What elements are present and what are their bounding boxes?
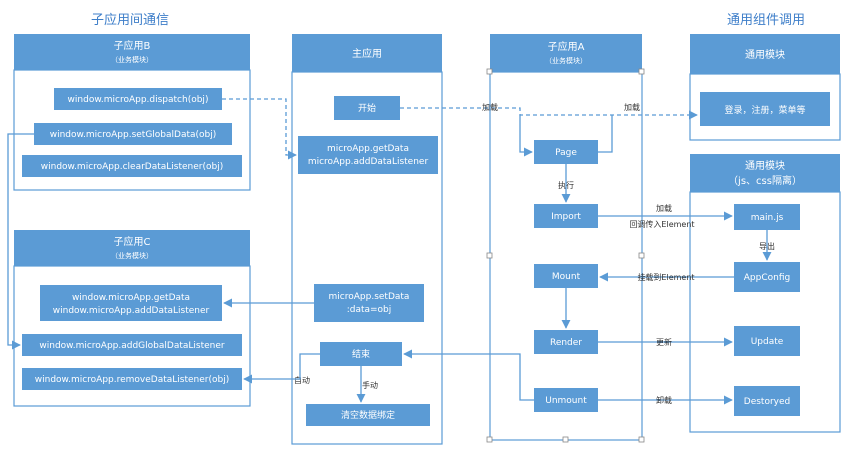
selection-handle [562,436,569,443]
sub-b-clearlistener-box [22,155,242,177]
sub-b-clearlistener-label: window.microApp.clearDataListener(obj) [41,162,224,172]
sub-a-render-label: Render [550,338,582,348]
selection-handle [486,68,493,75]
sub-a-render-box [534,330,598,354]
sub-b-subtitle: （业务模块） [111,55,153,64]
main-getdata-box [298,136,438,174]
arrow-unmount-to-end [403,349,534,401]
arrow-start-to-page [519,115,533,157]
sub-c-getdata-label-2: window.microApp.addDataListener [53,306,210,316]
sub-c-subtitle: （业务模块） [111,251,153,260]
common1-title: 通用模块 [745,49,785,61]
common1-login-label: 登录，注册，菜单等 [724,104,805,116]
arrow-start-to-common1 [400,107,698,120]
sub-b-title: 子应用B [114,39,151,52]
sub-a-import-box [534,204,598,228]
sub-b-dispatch-label: window.microApp.dispatch(obj) [68,95,209,105]
selection-handle [638,68,645,75]
common2-subtitle: （js、css隔离） [728,174,802,187]
edge-label-mount-element: 挂载到Element [637,272,694,282]
selection-handle [486,252,493,259]
common1-login-box [700,92,830,126]
sub-a-import-label: Import [551,212,581,222]
sub-b-dispatch-box [54,88,222,110]
arrow-dispatch-to-main [222,98,297,160]
main-start-label: 开始 [358,102,376,114]
common2-destroyed-label: Destoryed [744,397,790,407]
common2-destroyed-box [734,386,800,416]
common1-header [690,34,840,74]
arrow-setglobal-to-addglobal [7,133,34,350]
sub-a-title: 子应用A [548,40,585,53]
sub-b-setglobal-label: window.microApp.setGlobalData(obj) [50,130,217,140]
sub-a-mount-label: Mount [552,272,581,282]
selection-handle [638,252,645,259]
sub-a-unmount-box [534,388,598,412]
edge-label-unload: 卸载 [656,395,672,405]
main-clear-box [306,404,430,426]
common2-appconfig-label: AppConfig [744,273,790,283]
common2-update-box [734,326,800,356]
arrow-page-to-common1 [598,115,613,153]
selection-handle [638,436,645,443]
section-title-left: 子应用间通信 [91,12,169,28]
common2-mainjs-box [734,204,800,230]
sub-a-panel [489,71,643,441]
edge-label-callback: 回调传入Element [629,219,694,229]
common2-mainjs-label: main.js [751,213,784,223]
main-app-title: 主应用 [352,47,382,60]
sub-c-removelistener-box [22,368,242,390]
main-setdata-label-1: microApp.setData [329,292,410,302]
common2-title: 通用模块 [745,160,785,172]
edge-label-load-2: 加载 [624,102,640,112]
main-setdata-box [314,284,424,322]
sub-c-getdata-box [40,285,222,321]
sub-a-page-label: Page [555,148,577,158]
sub-a-unmount-label: Unmount [545,396,587,406]
sub-c-header [14,230,250,266]
sub-a-header [490,34,642,72]
main-start-box [334,96,400,120]
main-end-box [320,342,402,366]
sub-a-page-box [534,140,598,164]
sub-c-addglobal-label: window.microApp.addGlobalDataListener [39,341,224,351]
sub-c-removelistener-label: window.microApp.removeDataListener(obj) [35,375,229,385]
section-title-right: 通用组件调用 [727,13,805,28]
common2-update-label: Update [751,337,784,347]
main-setdata-label-2: :data=obj [347,305,392,315]
arrow-end-to-remove [243,353,320,384]
sub-c-getdata-label-1: window.microApp.getData [72,293,190,303]
sub-c-title: 子应用C [114,235,151,248]
common2-appconfig-box [734,262,800,292]
edge-label-load-1: 加载 [482,102,498,112]
main-clear-label: 清空数据绑定 [341,409,395,421]
sub-a-mount-box [534,264,598,288]
sub-b-header [14,34,250,70]
main-getdata-label-1: microApp.getData [327,144,409,154]
selection-handle [486,436,493,443]
main-manual-label: 手动 [362,380,378,390]
sub-c-addglobal-box [22,334,242,356]
main-app-panel [291,71,443,445]
main-getdata-label-2: microApp.addDataListener [308,157,429,167]
edge-label-update: 更新 [656,337,672,347]
main-auto-label: 自动 [294,375,310,385]
sub-a-subtitle: （业务模块） [545,56,587,65]
common2-header [690,154,840,192]
main-end-label: 结束 [352,348,370,360]
edge-label-load-3: 加载 [656,203,672,213]
sub-b-setglobal-box [34,123,232,145]
main-app-header [292,34,442,72]
